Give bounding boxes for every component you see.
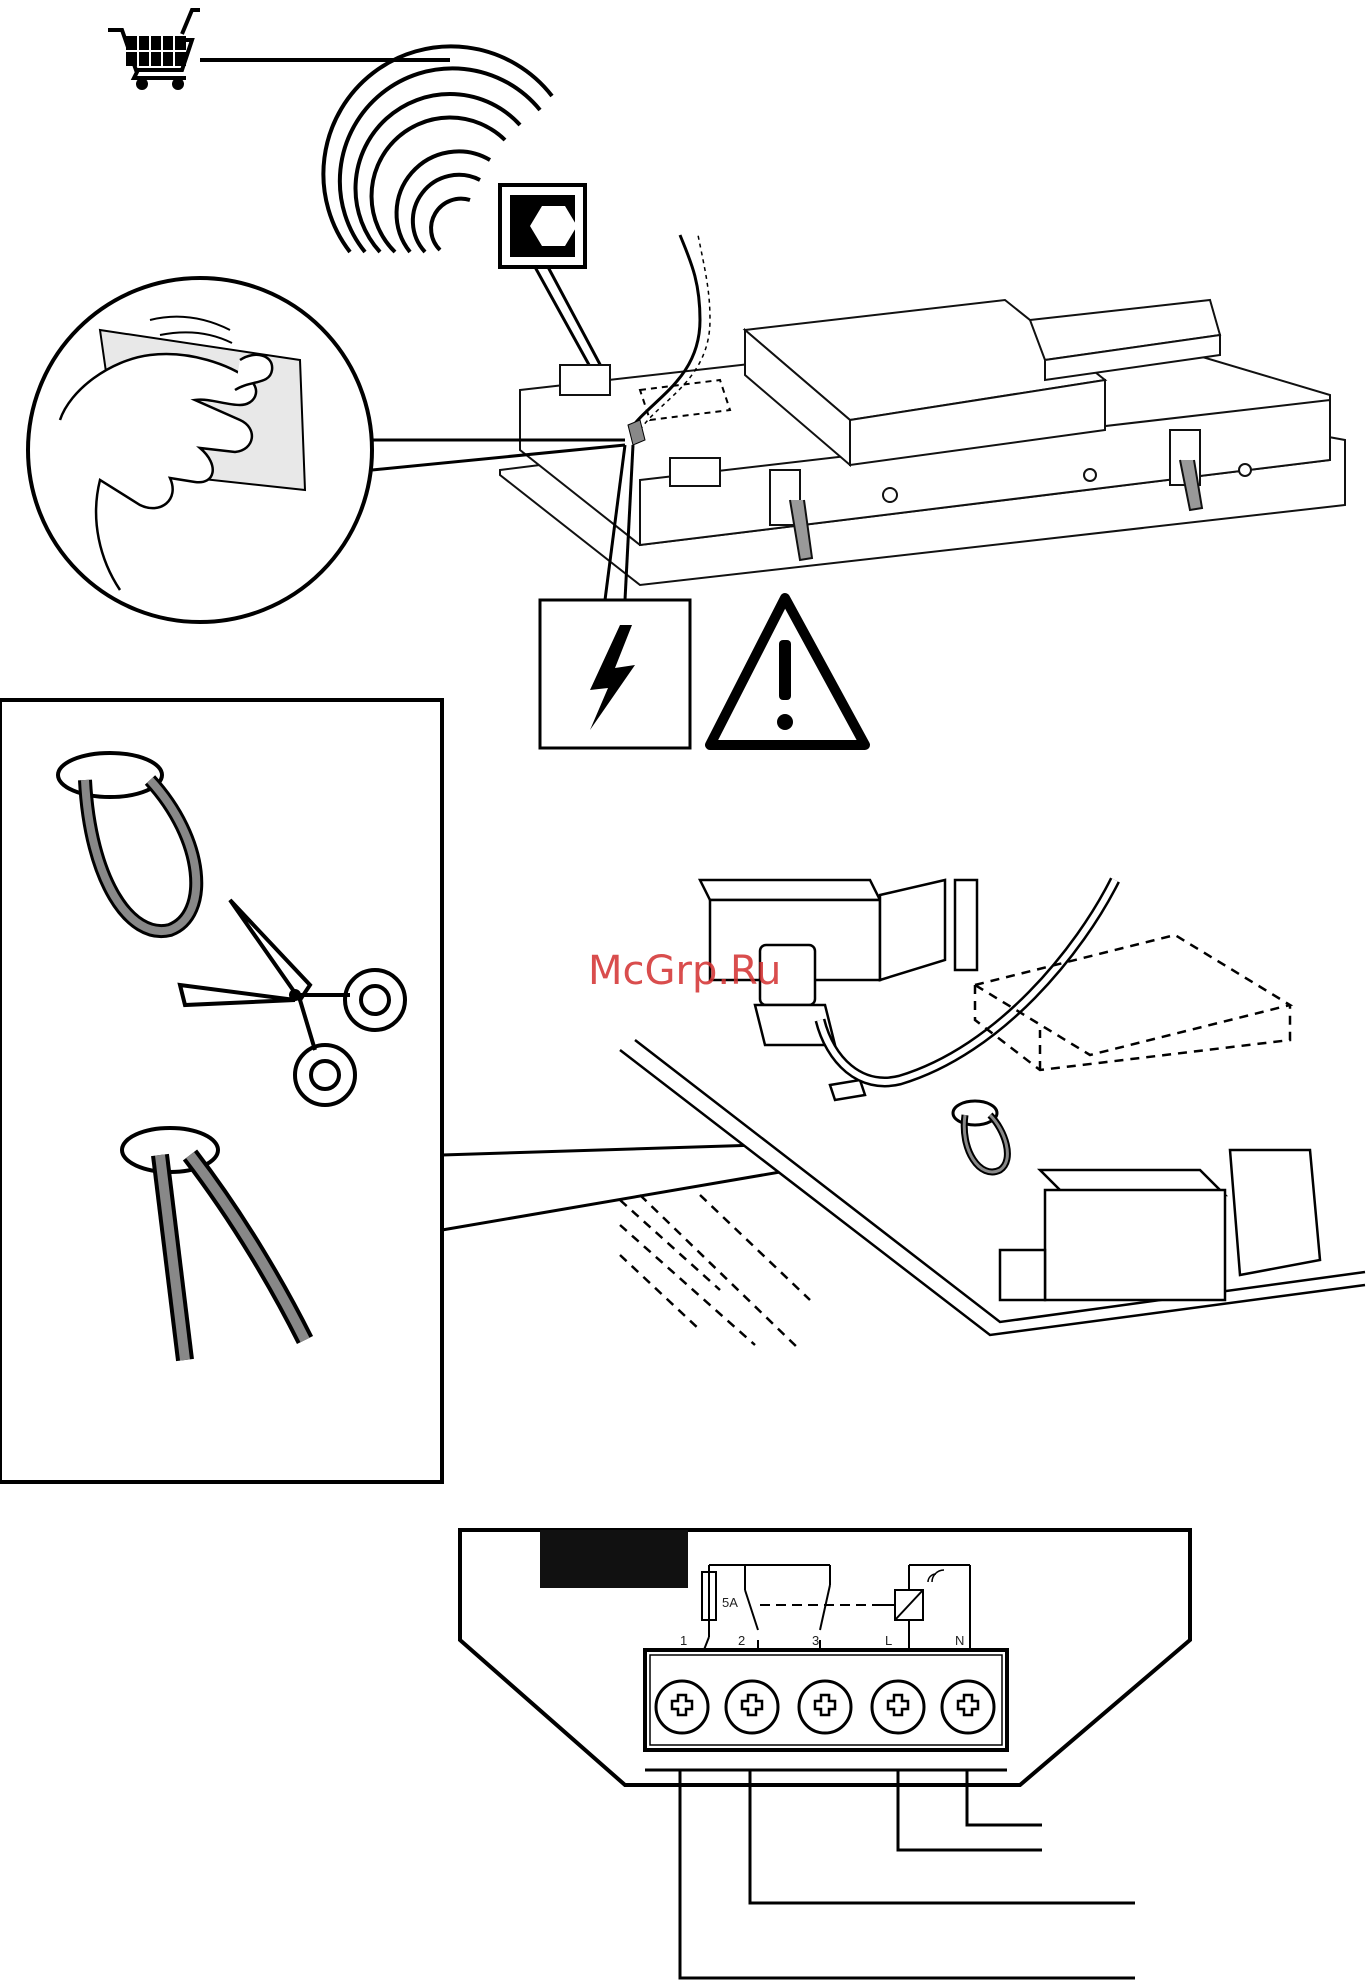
- cable-tie-instruction-panel: [0, 700, 442, 1482]
- hand-detail-circle: [28, 278, 372, 622]
- fuse-label: 5A: [722, 1595, 738, 1610]
- terminal-wire-leaders: [680, 1770, 1135, 1978]
- shopping-cart-icon: [108, 10, 200, 90]
- terminal-label-l: L: [885, 1633, 892, 1648]
- terminal-label-1: 1: [680, 1633, 687, 1648]
- terminal-label-3: 3: [812, 1633, 819, 1648]
- terminal-block-diagram: 5A 1 2 3 L N: [460, 1530, 1190, 1785]
- terminal-label-2: 2: [738, 1633, 745, 1648]
- terminal-label-n: N: [955, 1633, 964, 1648]
- lightning-bolt-icon: [540, 600, 690, 748]
- watermark-text: McGrp.Ru: [588, 948, 781, 994]
- hex-nut-icon: [500, 185, 585, 267]
- warning-triangle-icon: [710, 598, 865, 745]
